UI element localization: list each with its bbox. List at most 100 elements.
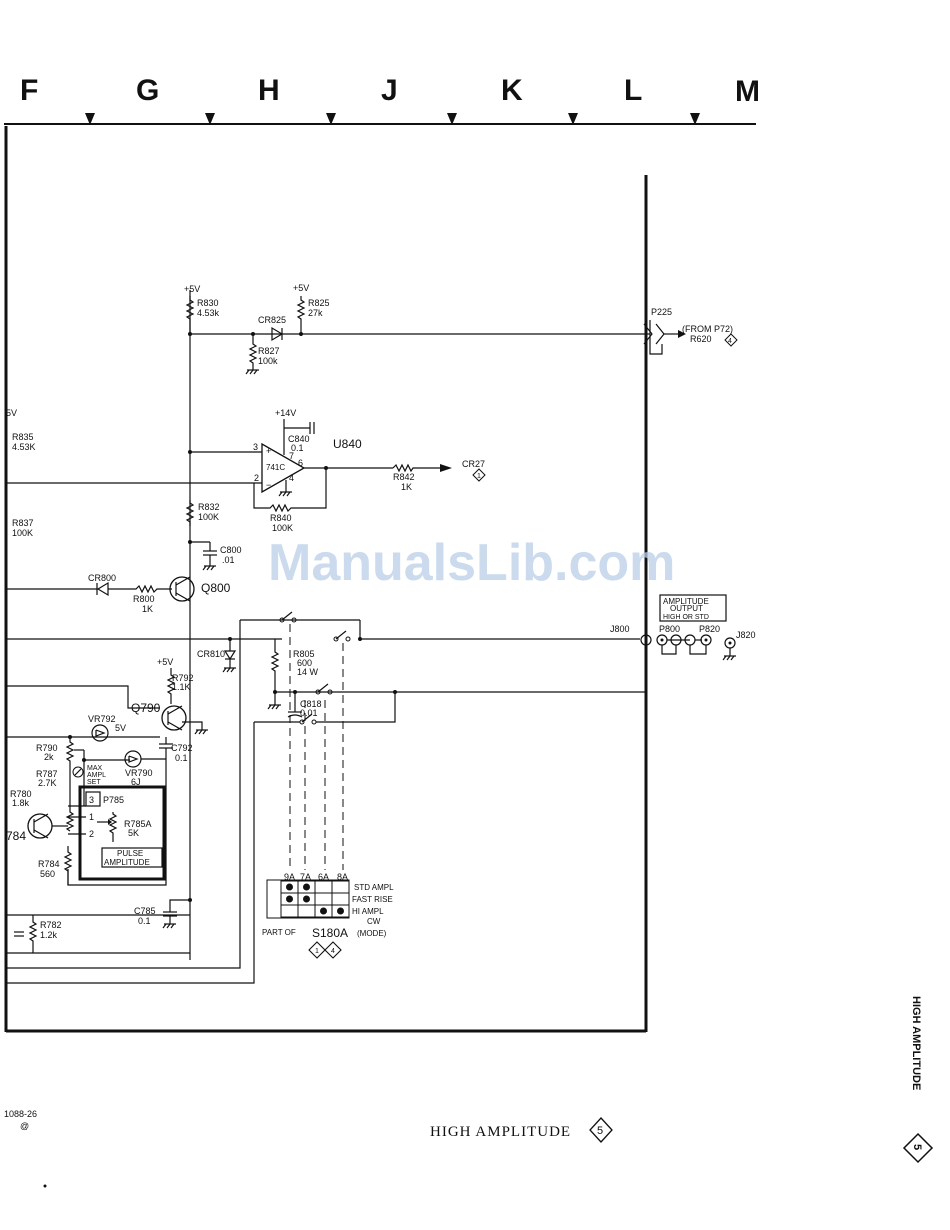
r827-value: 100k [258,356,278,366]
q800-transistor [169,576,195,602]
p785-board [78,785,166,881]
vr790-value: 6J [131,777,141,787]
r832-resistor [185,500,195,526]
r830-value: 4.53k [197,308,220,318]
c792-ref: C792 [171,743,193,753]
drawing-at-mark: @ [20,1121,29,1131]
u840-pin7: 7 [289,451,294,461]
switch-caption-suffix: (MODE) [357,929,387,938]
r825-resistor [296,296,306,334]
r790-ref: R790 [36,743,58,753]
r830-resistor [185,296,195,334]
r842-resistor [392,463,440,473]
watermark: ManualsLib.com [268,534,675,592]
c800-ref: C800 [220,545,242,555]
u840-type: 741C [266,463,285,472]
amplitude-output-line2: OUTPUT [670,604,703,613]
r835-value: 4.53K [12,442,36,452]
switch-mode-hi-ampl: HI AMPL [352,907,384,916]
r830-ref: R830 [197,298,219,308]
u840-pin3: 3 [253,442,258,452]
p820-ref: P820 [699,624,720,634]
r832-ref: R832 [198,502,220,512]
r780-value: 1.8k [12,798,30,808]
j820-ref: J820 [736,630,756,640]
cr810-ref: CR810 [197,649,225,659]
r782-value: 1.2k [40,930,58,940]
p225-connector: P225 (FROM P72) R620 4 [643,307,738,355]
c840-value: 0.1 [291,443,304,453]
j800-jack [640,634,652,646]
c840-ref: C840 [288,434,310,444]
r835-ref: R835 [12,432,34,442]
r785a-value: 5K [128,828,139,838]
switch-diagram-ref-b: 4 [331,948,335,955]
r825-value: 27k [308,308,323,318]
p225-ref: P225 [651,307,672,317]
r825-ref: R825 [308,298,330,308]
r837-value: 100K [12,528,33,538]
switch-contact-closed [303,883,310,891]
side-tab: HIGH AMPLITUDE 5 [902,996,934,1164]
grid-ticks [85,113,700,125]
r805-value: 600 [297,658,312,668]
side-tab-label: HIGH AMPLITUDE [910,996,922,1090]
r800-resistor [108,584,172,594]
q784-stage: R780 1.8k 784 R784 560 C785 0.1 R782 1.2… [6,789,192,954]
switch-col-7a: 7A [300,872,311,882]
q790-ref: Q790 [131,701,161,715]
r842-value: 1K [401,482,412,492]
switch-col-8a: 8A [337,872,348,882]
cr800-ref: CR800 [88,573,116,583]
r620-diagram-ref: 4 [728,338,732,345]
switch-grid [266,879,350,919]
switch-col-9a: 9A [284,872,295,882]
switch-contact-closed [337,907,344,915]
j800-ref: J800 [610,624,630,634]
output-connectors: AMPLITUDE OUTPUT HIGH OR STD J800 P800 P… [610,594,756,661]
r805-ref: R805 [293,649,315,659]
r840-ref: R840 [270,513,292,523]
partial-5v-label: 5V [6,408,17,418]
cr810-diode [223,650,237,661]
cr27-note: CR27 [462,459,485,469]
side-tab-diamond [902,1132,934,1164]
c792-value: 0.1 [175,753,188,763]
r620-note: R620 [690,334,712,344]
switch-cell [331,892,350,906]
switch-col-6a: 6A [318,872,329,882]
grid-letter-h: H [258,74,280,107]
s180a-switch-chart: 9A 7A 6A 8A STD AMPL FAST RISE HI AMPL C… [262,872,394,959]
side-tab-number: 5 [911,1144,923,1150]
p785-pulse-amplitude: 3 P785 1 2 R785A 5K PULSE AMPLITUDE [68,785,166,881]
switch-contact-closed [303,895,310,903]
vr792-zener [91,724,109,742]
switch-caption-prefix: PART OF [262,928,296,937]
r800-ref: R800 [133,594,155,604]
u840-opamp: + − 741C 3 2 7 6 4 U840 +14V C840 0.1 R8… [6,408,486,533]
diagram-number: 5 [597,1125,603,1137]
q784-transistor [27,813,53,839]
switch-mode-cw: CW [367,917,381,926]
cr800-diode [96,581,109,597]
r780-ref: R780 [10,789,32,799]
u840-minus: − [266,480,271,490]
board-outline [4,126,648,1033]
switch-cell [280,904,299,918]
from-p72-note: (FROM P72) [682,324,733,334]
grid-letter-f: F [20,74,38,107]
u840-pin4: 4 [289,473,294,483]
p800-ref: P800 [659,624,680,634]
grid-letter-j: J [381,74,398,107]
r832-value: 100K [198,512,219,522]
cr27-diagram-ref: 1 [477,473,481,480]
c818-ref: C818 [300,699,322,709]
switch-diagram-ref-a: 1 [315,948,319,955]
r785a-ref: R785A [124,819,152,829]
amplitude-output-line3: HIGH OR STD [663,614,709,621]
r805-power: 14 W [297,667,319,677]
footer: 1088-26 @ HIGH AMPLITUDE 5 [4,1109,613,1188]
q790-stage: +5V R792 1.1K Q790 VR792 5V C792 0.1 R79… [6,657,208,886]
c785-ref: C785 [134,906,156,916]
